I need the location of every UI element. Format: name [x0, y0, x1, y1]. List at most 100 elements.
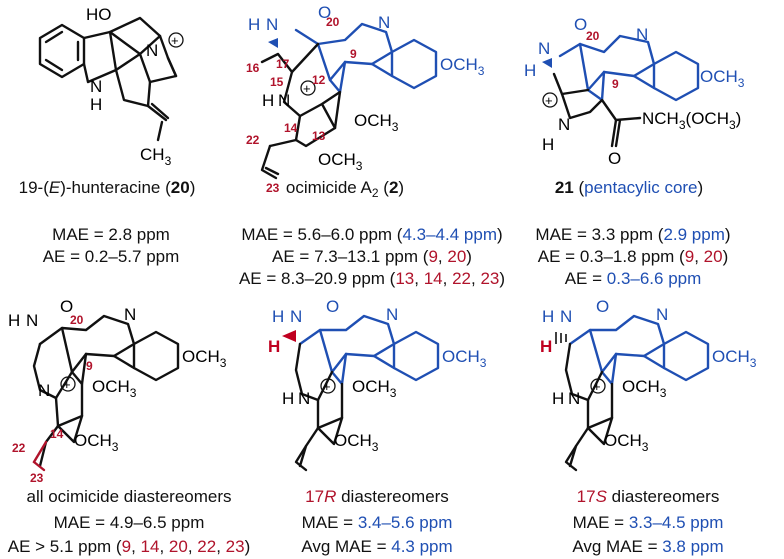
- atom-n2: N: [656, 305, 668, 324]
- atom-n1: N: [26, 311, 38, 330]
- atom-n1: N: [290, 307, 302, 326]
- atom-n3: N: [558, 115, 570, 134]
- structure-17s: H N O N OCH3 H H N + OCH3 OCH3: [540, 297, 757, 472]
- atom-och3-c: OCH3: [604, 431, 649, 454]
- atom-och3: OCH3: [700, 67, 745, 90]
- caption-compound-21: 21 (pentacylic core): [555, 178, 703, 197]
- atom-och3-a: OCH3: [712, 347, 757, 370]
- atom-n2: N: [378, 13, 390, 32]
- stat-17s-avg: Avg MAE = 3.8 ppm: [572, 537, 723, 556]
- atom-och3-b: OCH3: [354, 111, 399, 134]
- locant-14: 14: [50, 427, 64, 441]
- charge-circle-icon: [168, 32, 184, 48]
- atom-n3: N: [568, 389, 580, 408]
- atom-amide: NCH3(OCH3): [642, 109, 741, 132]
- atom-n1: N: [560, 307, 572, 326]
- atom-n1: N: [266, 15, 278, 34]
- locant-17: 17: [276, 57, 290, 71]
- charge-circle-icon: [300, 80, 316, 96]
- atom-n2: N: [386, 305, 398, 324]
- atom-h: H: [248, 15, 260, 34]
- structure-17r: H N O N OCH3 H H N + OCH3 OCH3: [268, 297, 487, 472]
- hash-wedge-icon: [555, 332, 567, 344]
- atom-och3-c: OCH3: [74, 431, 119, 454]
- atom-nh: N: [90, 77, 102, 96]
- locant-9: 9: [612, 77, 619, 91]
- locant-16: 16: [246, 61, 260, 75]
- locant-15: 15: [270, 75, 284, 89]
- structure-hunteracine: HO N + N H CH3: [38, 5, 184, 168]
- atom-o: O: [574, 15, 587, 34]
- charge-plus: +: [63, 377, 71, 392]
- atom-n2: N: [636, 25, 648, 44]
- atom-och3-a: OCH3: [440, 55, 485, 78]
- atom-och3-c: OCH3: [318, 150, 363, 173]
- atom-h2: H: [262, 91, 274, 110]
- atom-h2: H: [552, 389, 564, 408]
- caption-hunteracine: 19-(E)-hunteracine (20): [19, 178, 196, 197]
- atom-h2: H: [542, 135, 554, 154]
- atom-och3-a: OCH3: [442, 347, 487, 370]
- atom-och3-c: OCH3: [334, 431, 379, 454]
- stat-hunteracine-mae: MAE = 2.8 ppm: [52, 225, 170, 244]
- atom-h: H: [524, 61, 536, 80]
- atom-h: H: [272, 307, 284, 326]
- stat-ocimicide-ae1: AE = 7.3–13.1 ppm (9, 20): [272, 247, 472, 266]
- atom-n1: N: [538, 39, 550, 58]
- stat-17r-avg: Avg MAE = 4.3 ppm: [301, 537, 452, 556]
- atom-o: O: [318, 3, 331, 22]
- locant-14: 14: [284, 121, 298, 135]
- structure-ocimicide-a2: H N O N OCH3 H N + OCH3 OCH3 20 9 17 16 …: [246, 3, 485, 195]
- wedge-h-icon: [282, 330, 296, 342]
- atom-o: O: [596, 297, 609, 316]
- atom-ho: HO: [86, 5, 112, 24]
- atom-ch3: CH3: [140, 145, 172, 168]
- locant-12: 12: [312, 73, 326, 87]
- locant-13: 13: [312, 129, 326, 143]
- stat-ocimicide-mae: MAE = 5.6–6.0 ppm (4.3–4.4 ppm): [241, 225, 502, 244]
- charge-plus: +: [593, 379, 601, 394]
- caption-17s: 17S diastereomers: [577, 487, 720, 506]
- charge-circle-icon: [542, 92, 558, 108]
- atom-och3-b: OCH3: [92, 377, 137, 400]
- locant-9: 9: [86, 359, 93, 373]
- stat-all-ae: AE > 5.1 ppm (9, 14, 20, 22, 23): [8, 537, 251, 556]
- charge-plus: +: [303, 81, 311, 96]
- locant-20: 20: [586, 29, 600, 43]
- structure-all-diastereomers: H N O N OCH3 N + OCH3 OCH3 20 9 14 22 23: [8, 297, 227, 485]
- atom-och3-a: OCH3: [182, 347, 227, 370]
- stat-17s-mae: MAE = 3.3–4.5 ppm: [573, 513, 724, 532]
- caption-17r: 17R diastereomers: [305, 487, 449, 506]
- stat-21-ae2: AE = 0.3–6.6 ppm: [565, 269, 702, 288]
- stat-21-ae1: AE = 0.3–1.8 ppm (9, 20): [538, 247, 728, 266]
- atom-och3-b: OCH3: [352, 377, 397, 400]
- locant-23: 23: [266, 181, 280, 195]
- atom-h: H: [542, 307, 554, 326]
- charge-circle-icon: [590, 378, 606, 394]
- atom-och3-b: OCH3: [622, 377, 667, 400]
- caption-ocimicide-a2: ocimicide A2 (2): [286, 178, 404, 200]
- structure-compound-21: N H O N OCH3 + N H NCH3(OCH3) O 20 9: [524, 15, 745, 168]
- atom-n3: N: [298, 389, 310, 408]
- atom-o2: O: [608, 149, 621, 168]
- charge-circle-icon: [320, 378, 336, 394]
- atom-h-red: H: [540, 337, 552, 356]
- atom-h: H: [90, 95, 102, 114]
- charge-plus: +: [323, 379, 331, 394]
- stat-ocimicide-ae2: AE = 8.3–20.9 ppm (13, 14, 22, 23): [239, 269, 505, 288]
- locant-20: 20: [326, 15, 340, 29]
- atom-n3: N: [38, 381, 50, 400]
- atom-n2: N: [124, 305, 136, 324]
- stat-all-mae: MAE = 4.9–6.5 ppm: [54, 513, 205, 532]
- locant-9: 9: [350, 47, 357, 61]
- atom-h2: H: [282, 389, 294, 408]
- stat-21-mae: MAE = 3.3 ppm (2.9 ppm): [535, 225, 730, 244]
- atom-h-red: H: [268, 337, 280, 356]
- atom-n3: N: [278, 91, 290, 110]
- atom-o: O: [60, 297, 73, 316]
- charge-plus: +: [545, 93, 553, 108]
- locant-23: 23: [30, 471, 44, 485]
- locant-20: 20: [70, 313, 84, 327]
- stat-17r-mae: MAE = 3.4–5.6 ppm: [302, 513, 453, 532]
